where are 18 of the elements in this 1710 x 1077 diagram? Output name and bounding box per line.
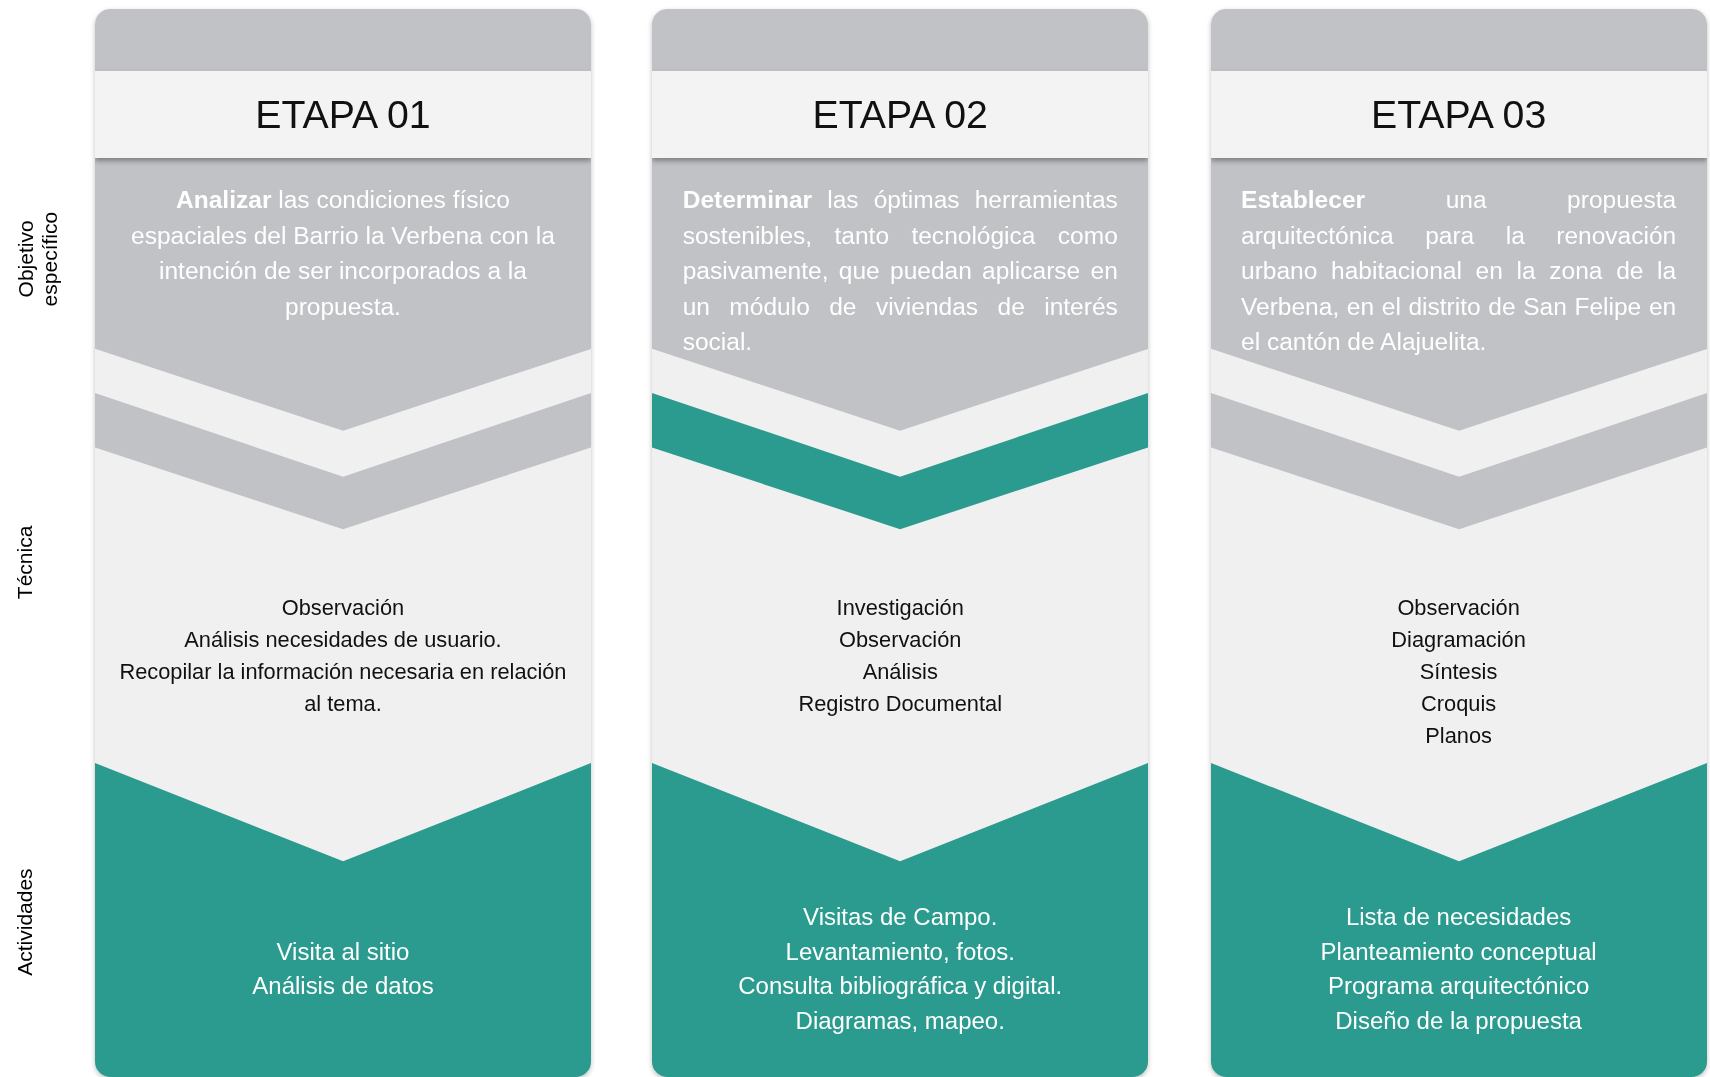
row-label: Actividades [12,866,37,978]
v-shaped-band [1210,392,1707,529]
activities-panel: Lista de necesidades Planteamiento conceptual Programa arquitectónico Diseño de la propuesta [1210,763,1707,1077]
row-label: Objetivo específico [13,210,63,309]
technique-text: Observación Diagramación Síntesis Croquis Planos [1232,592,1685,753]
objective-panel: Establecer una propuesta arquitectónica para la renovación urbano habitacional en la zona de la Verbena, en el distrito de San Felipe en el cantón de Alajuelita. [1210,158,1707,431]
v-shaped-band [94,392,592,529]
v-shaped-band [652,392,1149,529]
stage-header: ETAPA 03 [1210,70,1707,159]
stage-header: ETAPA 02 [652,70,1149,159]
row-label: Técnica [12,523,37,601]
technique-text: Investigación Observación Análisis Registro Documental [673,592,1127,721]
activities-panel: Visita al sitio Análisis de datos [94,763,592,1077]
activities-panel: Visitas de Campo. Levantamiento, fotos. Consulta bibliográfica y digital. Diagramas, mapeo. [652,763,1149,1077]
objective-panel: Analizar las condiciones físico espaciales del Barrio la Verbena con la intención de ser incorporados a la propuesta. [94,158,592,431]
stage-header: ETAPA 01 [94,70,592,159]
objective-panel: Determinar las óptimas herramientas sostenibles, tanto tecnológica como pasivamente, que puedan aplicarse en un módulo de viviendas de interés social. [652,158,1149,431]
technique-text: Observación Análisis necesidades de usuario. Recopilar la información necesaria en relación al tema. [116,592,570,721]
